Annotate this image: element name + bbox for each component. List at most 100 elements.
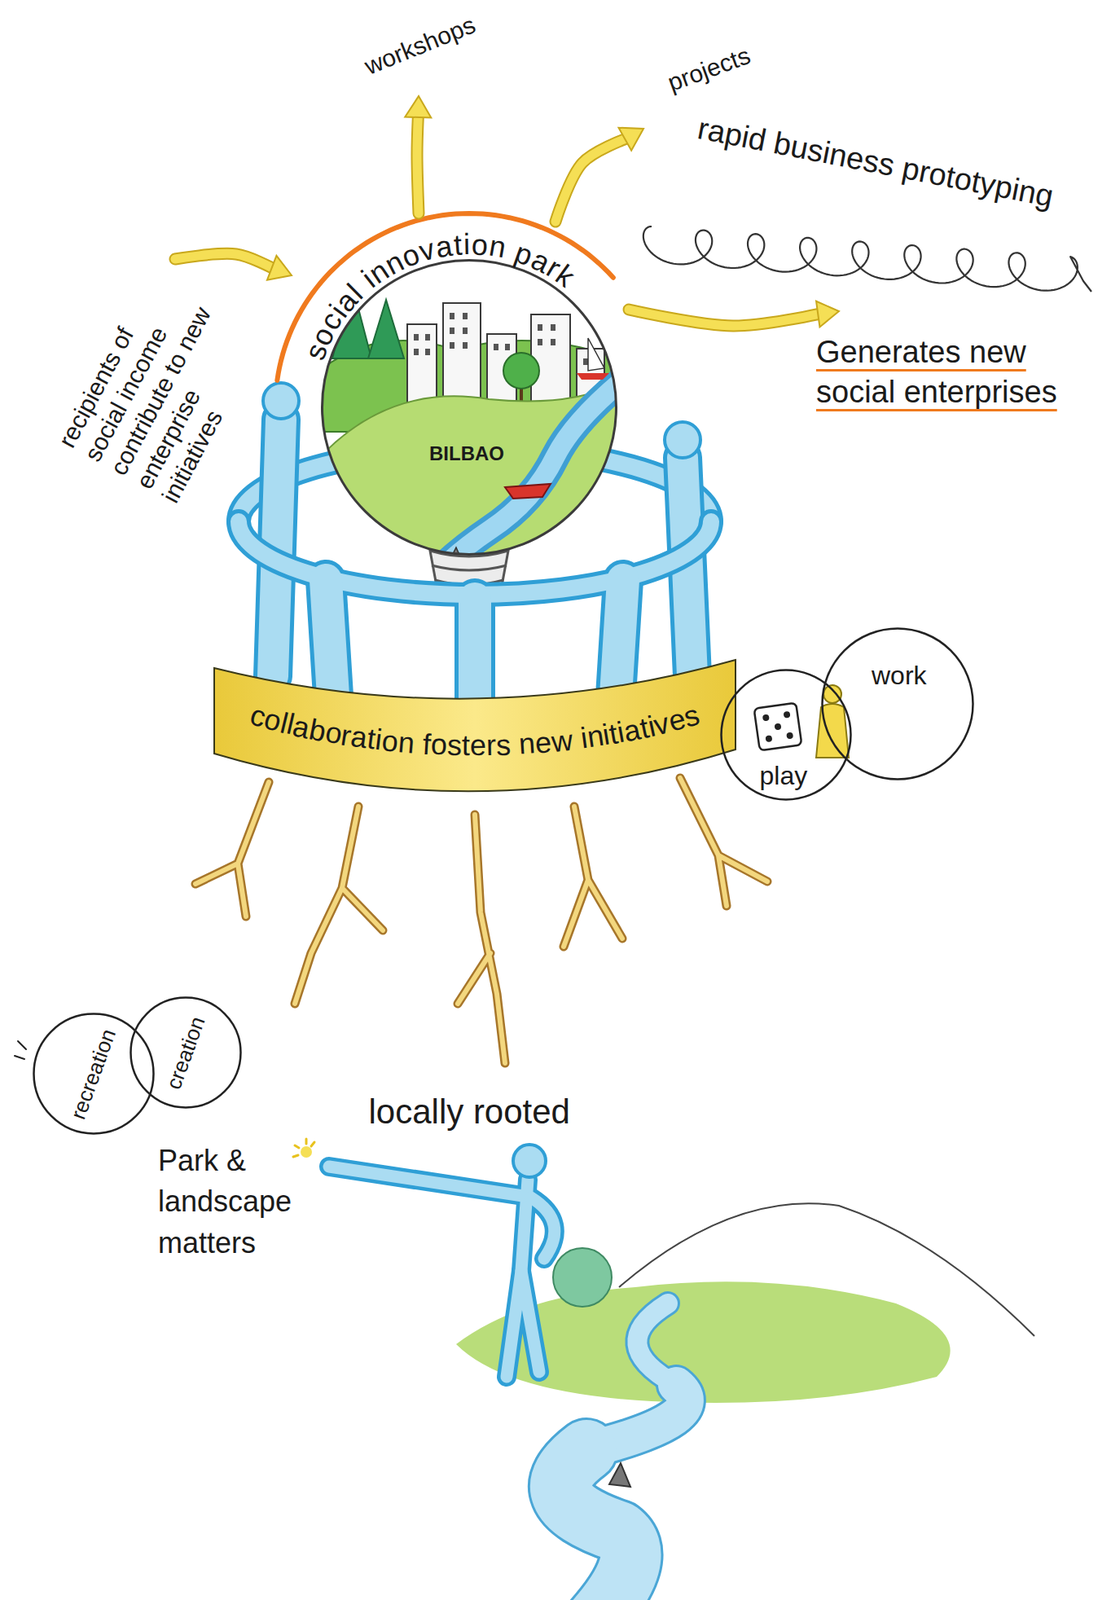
landscape xyxy=(560,1449,632,1600)
city-scene xyxy=(425,348,431,356)
pointing-person xyxy=(329,1166,523,1196)
dice-symbol xyxy=(773,722,782,730)
text-letter: n xyxy=(518,725,537,762)
output-arrow xyxy=(628,301,839,328)
city-scene xyxy=(505,343,510,351)
city-scene xyxy=(449,342,455,349)
city-scene xyxy=(550,324,556,331)
output-arrow xyxy=(628,309,818,326)
city-scene xyxy=(425,333,431,341)
root-system xyxy=(294,806,383,1004)
root-system xyxy=(195,777,768,1063)
text-letter: e xyxy=(469,727,487,763)
sketch-ticks xyxy=(17,1040,27,1050)
sketch-ticks xyxy=(14,1040,27,1059)
city-scene xyxy=(462,342,468,349)
root-system xyxy=(563,806,623,947)
text-letter: w xyxy=(549,721,575,760)
text-letter: t xyxy=(461,727,470,763)
collaboration-band-outline xyxy=(214,659,736,791)
city-scene xyxy=(505,483,551,499)
pointing-person xyxy=(506,1270,540,1377)
pointing-person xyxy=(329,1166,523,1196)
idea-spark xyxy=(293,1138,315,1158)
root-system xyxy=(294,806,383,1004)
city-scene xyxy=(439,376,628,571)
input-note: recipients of social income contribute t… xyxy=(52,266,274,508)
pointing-person xyxy=(531,1197,555,1259)
bulb-screw xyxy=(431,565,507,571)
output-arrow xyxy=(555,139,625,222)
prototyping-coil xyxy=(643,226,1092,292)
venn-label: work xyxy=(871,659,927,691)
venn-circle-outline xyxy=(822,628,974,780)
city-scene xyxy=(550,338,556,346)
input-arrow xyxy=(175,253,292,280)
landscape xyxy=(619,1203,1035,1336)
pointing-person xyxy=(329,1144,555,1377)
dice-symbol xyxy=(783,711,791,719)
text-letter: i xyxy=(462,226,470,262)
dice-symbol xyxy=(754,702,803,751)
root-system xyxy=(195,781,269,917)
venn-circle: creation xyxy=(129,996,242,1109)
city-scene xyxy=(368,299,404,359)
people-ring-back xyxy=(664,421,701,458)
city-scene xyxy=(413,333,419,341)
people-ring-back xyxy=(263,382,299,419)
text-letter: s xyxy=(446,727,462,764)
venn-circle-outline xyxy=(131,997,242,1108)
lightbulb-glass xyxy=(317,255,628,600)
output-arrow xyxy=(404,96,431,214)
root-system xyxy=(563,806,623,947)
pointing-person xyxy=(329,1166,555,1377)
city-scene xyxy=(449,327,455,334)
city-scene xyxy=(413,312,598,365)
text-letter: s xyxy=(495,726,512,763)
text-letter: n xyxy=(396,724,417,761)
output-arrow xyxy=(628,309,818,326)
worker-figure xyxy=(823,685,842,703)
venn-circle: play xyxy=(720,668,852,801)
output-arrow xyxy=(555,127,644,222)
landscape xyxy=(553,1247,612,1307)
root-system xyxy=(195,777,768,1063)
idea-spark xyxy=(300,1146,312,1158)
dice-symbol xyxy=(764,734,773,743)
output-arrow xyxy=(816,301,839,328)
landscape xyxy=(560,1303,686,1600)
collaboration-band: collaboration fosters new initiatives xyxy=(214,651,736,839)
city-scene xyxy=(413,348,419,356)
dice-symbol xyxy=(754,702,803,751)
sketch-ticks xyxy=(14,1055,25,1059)
city-scene xyxy=(449,312,455,320)
city-scene xyxy=(576,373,610,380)
dice-symbol xyxy=(762,711,794,743)
idea-spark xyxy=(294,1145,299,1148)
city-scene xyxy=(537,338,543,346)
input-arrow xyxy=(175,253,273,268)
city-scene xyxy=(462,327,468,334)
root-system xyxy=(195,777,768,1063)
dice-symbol xyxy=(786,732,794,740)
pointing-person xyxy=(329,1166,555,1377)
pointing-person xyxy=(531,1197,555,1259)
landscape xyxy=(560,1449,632,1600)
worker-figure xyxy=(816,703,849,758)
lightbulb-node-outline xyxy=(322,260,617,555)
output-arrow xyxy=(618,127,644,151)
pointing-person xyxy=(506,1270,540,1377)
idea-spark xyxy=(293,1154,299,1157)
worker-figure xyxy=(816,685,849,758)
text-letter: n xyxy=(486,228,509,266)
city-scene xyxy=(537,324,543,331)
output-arrow xyxy=(417,117,419,214)
output-arrow xyxy=(404,96,431,118)
city-scene xyxy=(503,352,540,389)
root-system xyxy=(457,814,505,1063)
root-system xyxy=(680,777,768,906)
dice-symbol xyxy=(762,713,770,721)
venn-label: recreation xyxy=(65,1024,122,1122)
